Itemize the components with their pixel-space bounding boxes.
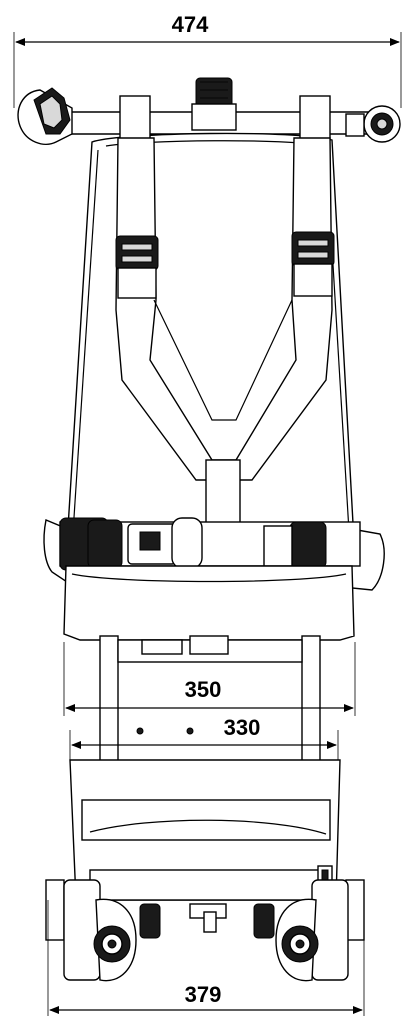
shoulder-straps [115,95,335,571]
dimension-label-330: 330 [224,715,261,740]
dimension-label-379: 379 [185,982,222,1007]
dimension-top-width: 474 [13,12,402,108]
dimension-label-474: 474 [172,12,209,37]
waist-belt [43,517,385,591]
dimension-base-width: 350 [63,642,356,716]
base-tray [63,565,355,641]
dimension-wheel-width: 379 [47,900,365,1016]
lower-cart [45,759,365,941]
wheel-left [63,879,137,982]
rear-casters [139,903,275,939]
top-connector [191,77,237,131]
dimension-inner-width: 330 [69,715,339,760]
dimension-label-350: 350 [185,677,222,702]
wheel-right [275,879,349,982]
